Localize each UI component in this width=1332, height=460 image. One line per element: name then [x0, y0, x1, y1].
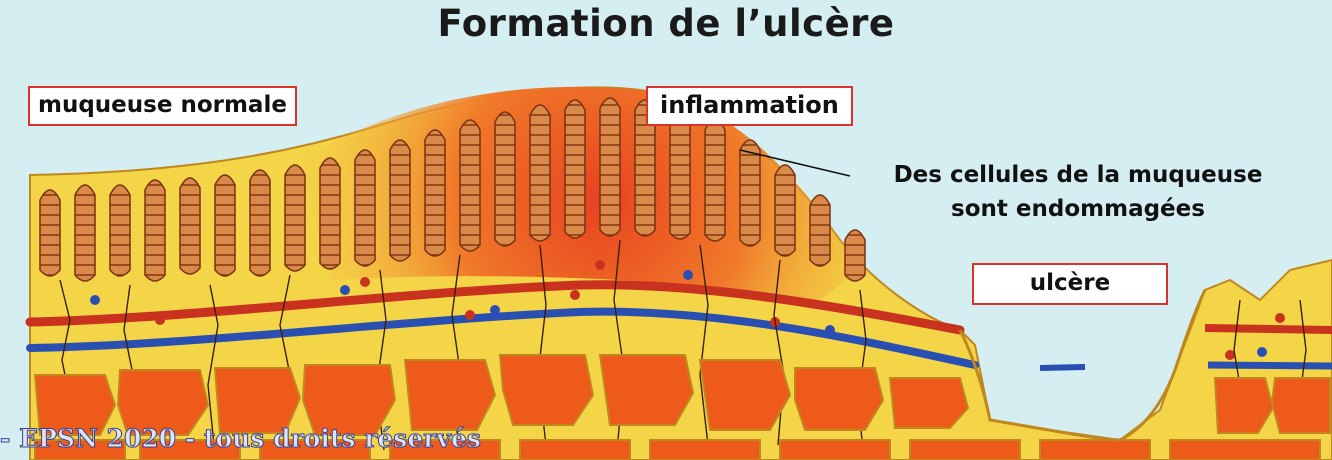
label-damaged-cells: Des cellules de la muqueuse sont endomma… — [848, 158, 1308, 226]
submucosa-cells — [33, 354, 1331, 460]
red-vessel-right — [1204, 324, 1332, 334]
blue-vessel — [26, 307, 979, 369]
label-normal-mucosa: muqueuse normale — [28, 86, 297, 126]
blood-cells — [90, 260, 1285, 360]
blue-vessel-mid — [1039, 364, 1086, 371]
blue-vessel-right — [1207, 361, 1332, 370]
annotation-pointer — [739, 149, 851, 177]
diagram-title: Formation de l’ulcère — [437, 2, 895, 45]
label-inflammation: inflammation — [646, 86, 853, 126]
damaged-cells-line-1: Des cellules de la muqueuse — [893, 162, 1263, 188]
villi — [39, 97, 866, 282]
copyright-watermark: - EPSN 2020 - tous droits réservés — [0, 424, 481, 454]
label-ulcer: ulcère — [972, 263, 1168, 305]
damaged-cells-line-2: sont endommagées — [951, 196, 1205, 222]
ulcer-crater — [958, 289, 1207, 442]
red-vessel — [25, 280, 965, 335]
